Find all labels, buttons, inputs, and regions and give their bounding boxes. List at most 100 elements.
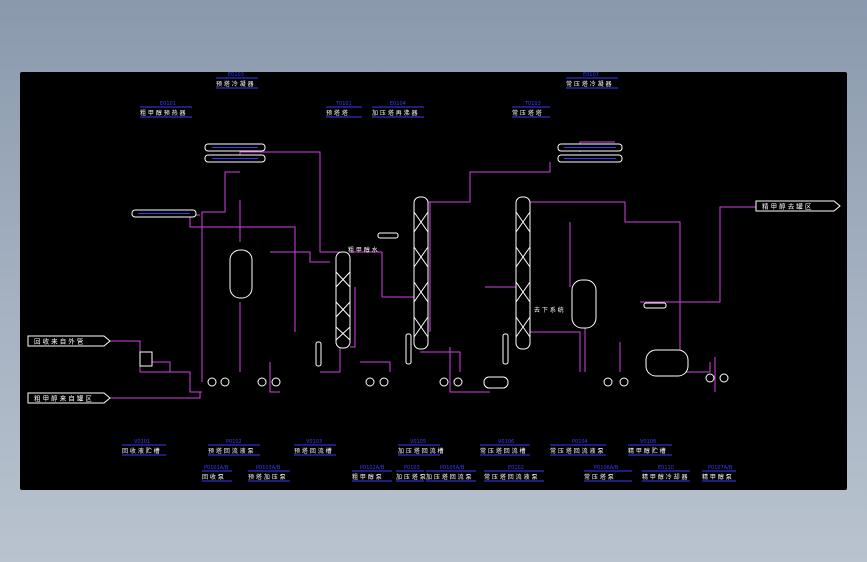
column-t0102[interactable] xyxy=(413,196,429,350)
equipment-name: 常 压 塔 泵 xyxy=(584,473,614,481)
equipment-tag: P0105A/B xyxy=(440,465,465,471)
inline-label-to-next-system: 去 下 系 统 xyxy=(534,306,564,314)
equipment-name: 预 塔 塔 xyxy=(326,109,348,117)
input-terminal-crude-methanol-label: 粗 甲 醇 来 自 罐 区 xyxy=(34,394,92,403)
equipment-tag: P0102 xyxy=(226,439,242,445)
recovery-tank-v0101[interactable] xyxy=(139,351,153,367)
preheater-e0101[interactable] xyxy=(131,209,197,218)
equipment-name: 回 收 泵 xyxy=(202,473,224,481)
equipment-tag: P0102A/B xyxy=(360,465,385,471)
small-vessel-2[interactable] xyxy=(405,333,412,365)
output-terminal-refined-methanol[interactable]: 精 甲 醇 去 罐 区 xyxy=(755,200,841,212)
condenser-e0107[interactable] xyxy=(557,143,623,163)
output-terminal-label: 精 甲 醇 去 罐 区 xyxy=(762,202,812,211)
top-labels: E0103 预 塔 冷 凝 器 E0101 粗 甲 醇 预 热 器 T0101 … xyxy=(140,72,618,118)
equipment-tag: E0101 xyxy=(160,101,176,107)
condenser-e0103[interactable] xyxy=(204,143,266,163)
equipment-tag: T0103 xyxy=(524,101,541,107)
reflux-drum-v0106[interactable] xyxy=(571,279,597,329)
equipment-tag: T0101 xyxy=(335,101,352,107)
storage-tank-v0108[interactable] xyxy=(645,349,689,377)
label-p0105: P0105A/B 加 压 塔 回 流 泵 xyxy=(426,465,476,482)
equipment-name: 预 塔 回 流 液 泵 xyxy=(208,447,254,455)
label-e0101: E0101 粗 甲 醇 预 热 器 xyxy=(140,101,192,118)
label-e0104: E0104 加 压 塔 再 沸 器 xyxy=(372,101,424,118)
label-e0107: E0107 常 压 塔 冷 凝 器 xyxy=(566,72,618,89)
exchanger-small-1[interactable] xyxy=(377,232,399,239)
diagram-canvas: 回 收 来 自 外 管 粗 甲 醇 来 自 罐 区 精 甲 醇 去 罐 区 xyxy=(20,72,847,490)
pump[interactable] xyxy=(705,373,715,383)
label-v0108: V0108 精 甲 醇 贮 槽 xyxy=(628,439,672,456)
equipment-name: 预 塔 回 流 槽 xyxy=(294,447,332,455)
equipment-tag: P0106A/B xyxy=(594,465,619,471)
pump[interactable] xyxy=(603,377,613,387)
drum-small[interactable] xyxy=(483,376,509,389)
equipment-name: 加 压 塔 回 流 槽 xyxy=(398,447,444,455)
equipment-name: 预 塔 冷 凝 器 xyxy=(216,80,254,88)
equipment-tag: E0103 xyxy=(228,72,244,78)
label-v0106: V0106 常 压 塔 回 流 槽 xyxy=(480,439,530,456)
equipment-tag: V0103 xyxy=(306,439,322,445)
pump[interactable] xyxy=(271,377,281,387)
equipment-name: 常 压 塔 回 流 槽 xyxy=(480,447,526,455)
input-arrow-shape xyxy=(27,335,111,347)
equipment-tag: V0106 xyxy=(498,439,514,445)
equipment-name: 回 收 液 贮 槽 xyxy=(122,447,160,455)
pump[interactable] xyxy=(439,377,449,387)
output-arrow-shape xyxy=(755,200,841,212)
process-flow-diagram: 回 收 来 自 外 管 粗 甲 醇 来 自 罐 区 精 甲 醇 去 罐 区 xyxy=(27,72,841,482)
equipment-tag: P0103A/B xyxy=(256,465,281,471)
pump[interactable] xyxy=(379,377,389,387)
column-t0101[interactable] xyxy=(335,251,351,349)
label-p0107: P0107A/B 精 甲 醇 泵 xyxy=(702,465,736,482)
label-p0104: P0104 常 压 塔 回 流 液 泵 xyxy=(550,439,606,456)
pump[interactable] xyxy=(719,373,729,383)
pump[interactable] xyxy=(619,377,629,387)
equipment-tag: E0104 xyxy=(390,101,406,107)
equipment-tag: V0108 xyxy=(640,439,656,445)
equipment-tag: V0105 xyxy=(410,439,426,445)
label-p0106: P0106A/B 常 压 塔 泵 xyxy=(584,465,632,482)
pump[interactable] xyxy=(257,377,267,387)
exchanger-e0110[interactable] xyxy=(643,302,667,309)
pump-group xyxy=(207,373,729,387)
input-terminal-recovery-label: 回 收 来 自 外 管 xyxy=(34,337,84,346)
equipment-tag: E0102 xyxy=(508,465,524,471)
label-t0101: T0101 预 塔 塔 xyxy=(326,101,362,118)
equipment-tag: P0107A/B xyxy=(708,465,733,471)
small-vessel-3[interactable] xyxy=(502,333,509,365)
label-p0101: P0101A/B 回 收 泵 xyxy=(202,465,232,482)
equipment-name: 加 压 塔 再 沸 器 xyxy=(372,109,418,117)
bottom-labels-row2: P0101A/B 回 收 泵 P0103A/B 预 塔 加 压 泵 P0102A… xyxy=(202,465,736,482)
equipment-name: 粗 甲 醇 泵 xyxy=(352,473,382,481)
label-v0101: V0101 回 收 液 贮 槽 xyxy=(122,439,166,456)
input-arrow-shape xyxy=(27,392,111,404)
equipment-name: 常 压 塔 回 流 液 泵 xyxy=(550,447,603,455)
pump[interactable] xyxy=(365,377,375,387)
label-p0102: P0102 预 塔 回 流 液 泵 xyxy=(208,439,260,456)
input-terminal-crude-methanol[interactable]: 粗 甲 醇 来 自 罐 区 xyxy=(27,392,111,404)
equipment-name: 常 压 塔 塔 xyxy=(512,109,542,117)
label-e0110: E0110 精 甲 醇 冷 却 器 xyxy=(642,465,690,482)
column-t0103[interactable] xyxy=(515,196,531,350)
equipment-name: 加 压 塔 泵 xyxy=(396,473,426,481)
reflux-drum-v0103[interactable] xyxy=(229,249,253,299)
pump[interactable] xyxy=(207,377,217,387)
label-t0103: T0103 常 压 塔 塔 xyxy=(512,101,550,118)
equipment-name: 预 塔 加 压 泵 xyxy=(248,473,286,481)
label-e0102: E0102 常 压 塔 回 流 液 泵 xyxy=(484,465,544,482)
equipment xyxy=(131,143,729,389)
equipment-name: 常 压 塔 冷 凝 器 xyxy=(566,80,612,88)
bottom-labels-row1: V0101 回 收 液 贮 槽 P0102 预 塔 回 流 液 泵 V0103 … xyxy=(122,439,672,456)
equipment-tag: P0104 xyxy=(572,439,588,445)
io-terminals: 回 收 来 自 外 管 粗 甲 醇 来 自 罐 区 精 甲 醇 去 罐 区 xyxy=(27,200,841,404)
small-vessel-1[interactable] xyxy=(315,341,322,367)
pump[interactable] xyxy=(220,377,230,387)
label-v0103: V0103 预 塔 回 流 槽 xyxy=(294,439,336,456)
input-terminal-recovery[interactable]: 回 收 来 自 外 管 xyxy=(27,335,111,347)
pump[interactable] xyxy=(453,377,463,387)
equipment-name: 精 甲 醇 冷 却 器 xyxy=(642,473,688,481)
label-p0103: P0103 加 压 塔 泵 xyxy=(396,465,426,482)
label-p0102ab: P0102A/B 粗 甲 醇 泵 xyxy=(352,465,392,482)
equipment-name: 粗 甲 醇 预 热 器 xyxy=(140,109,186,117)
